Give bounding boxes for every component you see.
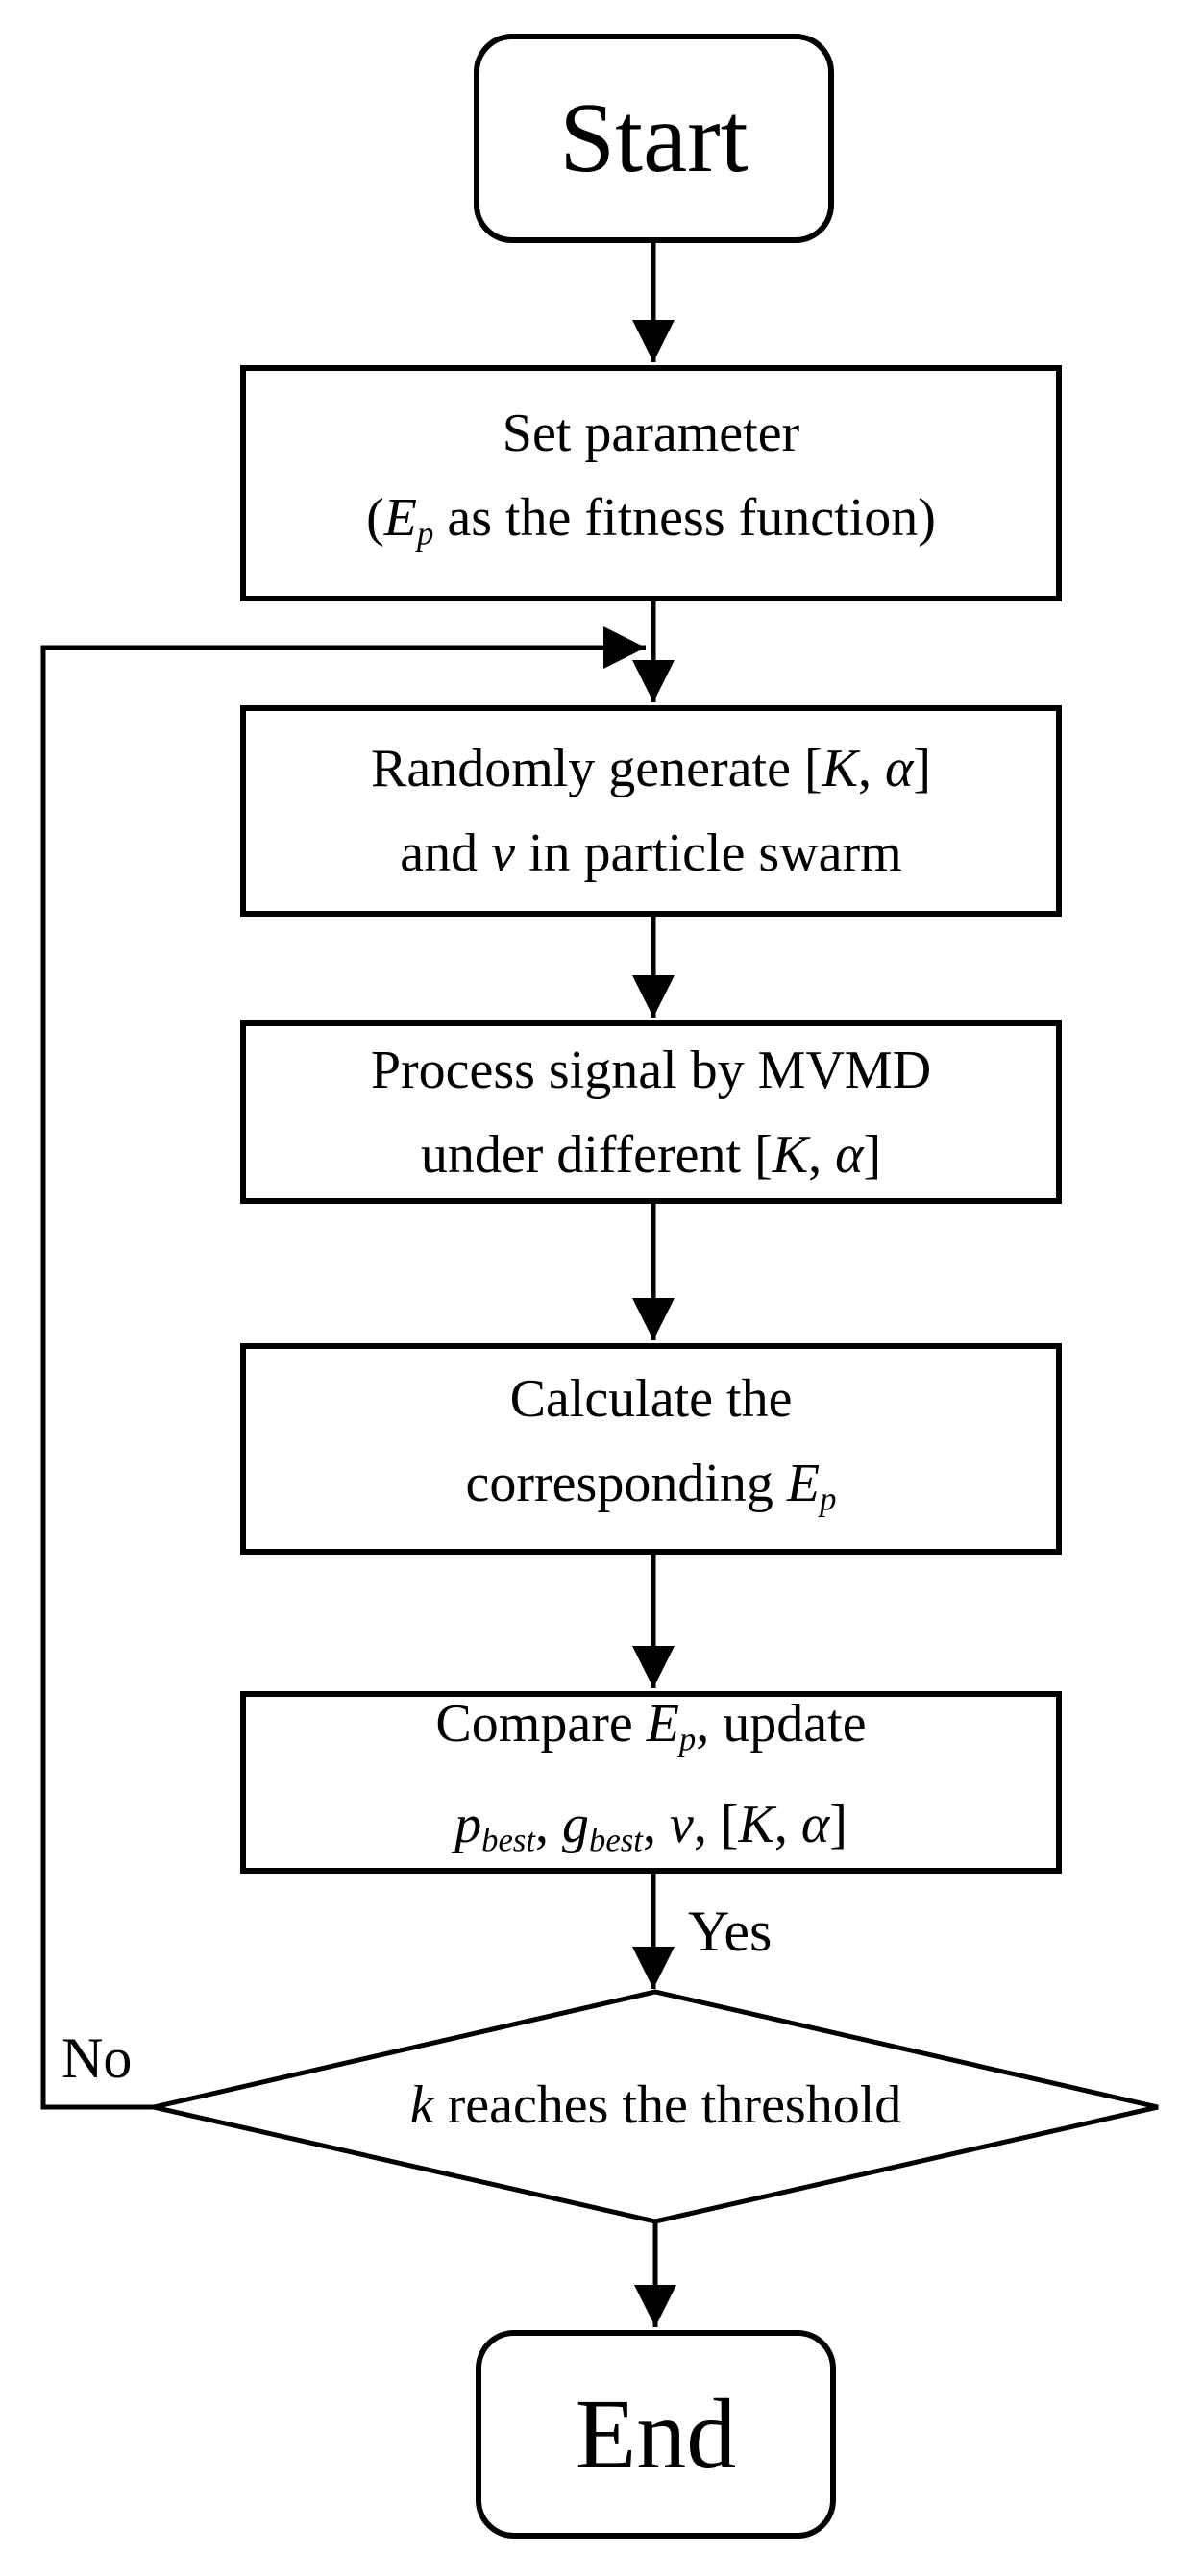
math-p: p: [454, 1795, 482, 1854]
math-sub-best: best: [481, 1821, 536, 1859]
math-sub-p: p: [820, 1480, 837, 1518]
math-sub-best: best: [589, 1821, 643, 1859]
start-label: Start: [559, 83, 749, 193]
text-run: , update: [696, 1694, 867, 1754]
compare-update-line2: pbest, gbest, v, [K, α]: [454, 1782, 847, 1883]
text-run: , [: [693, 1795, 739, 1854]
process-signal-box: Process signal by MVMD under different […: [240, 1020, 1062, 1204]
random-generate-line1: Randomly generate [K, α]: [371, 726, 931, 811]
math-alpha: α: [835, 1124, 864, 1185]
math-K: K: [738, 1795, 774, 1854]
text-run: ,: [642, 1795, 670, 1854]
decision-diamond: [153, 1989, 1159, 2224]
text-run: ,: [773, 1795, 801, 1854]
math-sub-p: p: [416, 514, 434, 552]
math-v: v: [669, 1795, 694, 1854]
text-run: (: [366, 487, 384, 548]
text-run: under different [: [420, 1124, 773, 1185]
text-run: as the fitness function): [433, 487, 936, 548]
random-generate-line2: and v in particle swarm: [400, 811, 901, 895]
text-run: Randomly generate [: [370, 739, 822, 798]
start-node: Start: [474, 34, 834, 243]
math-E: E: [786, 1453, 821, 1513]
text-run: ]: [863, 1124, 882, 1185]
math-K: K: [822, 739, 858, 798]
text-run: in particle swarm: [514, 823, 902, 883]
calculate-box: Calculate the corresponding Ep: [240, 1343, 1062, 1555]
process-signal-line1: Process signal by MVMD: [370, 1040, 932, 1100]
text-run: and: [400, 823, 492, 883]
text-run: ]: [913, 739, 932, 798]
compare-update-box: Compare Ep, update pbest, gbest, v, [K, …: [240, 1691, 1062, 1874]
process-signal-line2: under different [K, α]: [421, 1113, 881, 1197]
decision-label: k reaches the threshold: [154, 2078, 1158, 2132]
math-E: E: [646, 1694, 679, 1754]
math-g: g: [562, 1795, 590, 1854]
text-run: Compare: [435, 1694, 647, 1754]
calculate-line2: corresponding Ep: [466, 1441, 837, 1542]
set-parameter-line2: (Ep as the fitness function): [366, 476, 936, 577]
random-generate-box: Randomly generate [K, α] and v in partic…: [240, 705, 1062, 917]
math-alpha: α: [800, 1795, 830, 1854]
calculate-line1: Calculate the: [509, 1368, 793, 1429]
compare-update-line1: Compare Ep, update: [435, 1681, 866, 1782]
no-loop-arrow: [40, 626, 646, 2110]
math-alpha: α: [884, 739, 914, 798]
set-parameter-box: Set parameter (Ep as the fitness functio…: [240, 365, 1062, 601]
math-sub-p: p: [678, 1721, 697, 1758]
end-node: End: [476, 2330, 836, 2539]
math-E: E: [383, 487, 417, 548]
text-run: ,: [857, 739, 885, 798]
no-label: No: [61, 2026, 133, 2090]
math-k: k: [409, 2075, 434, 2135]
math-K: K: [772, 1124, 809, 1185]
set-parameter-line1: Set parameter: [502, 403, 800, 463]
text-run: reaches the threshold: [433, 2075, 902, 2135]
text-run: ]: [829, 1795, 847, 1854]
yes-label: Yes: [688, 1900, 773, 1963]
end-label: End: [575, 2378, 737, 2490]
math-v: v: [491, 823, 515, 883]
text-run: corresponding: [465, 1453, 787, 1513]
text-run: ,: [808, 1124, 836, 1185]
text-run: ,: [535, 1795, 563, 1854]
